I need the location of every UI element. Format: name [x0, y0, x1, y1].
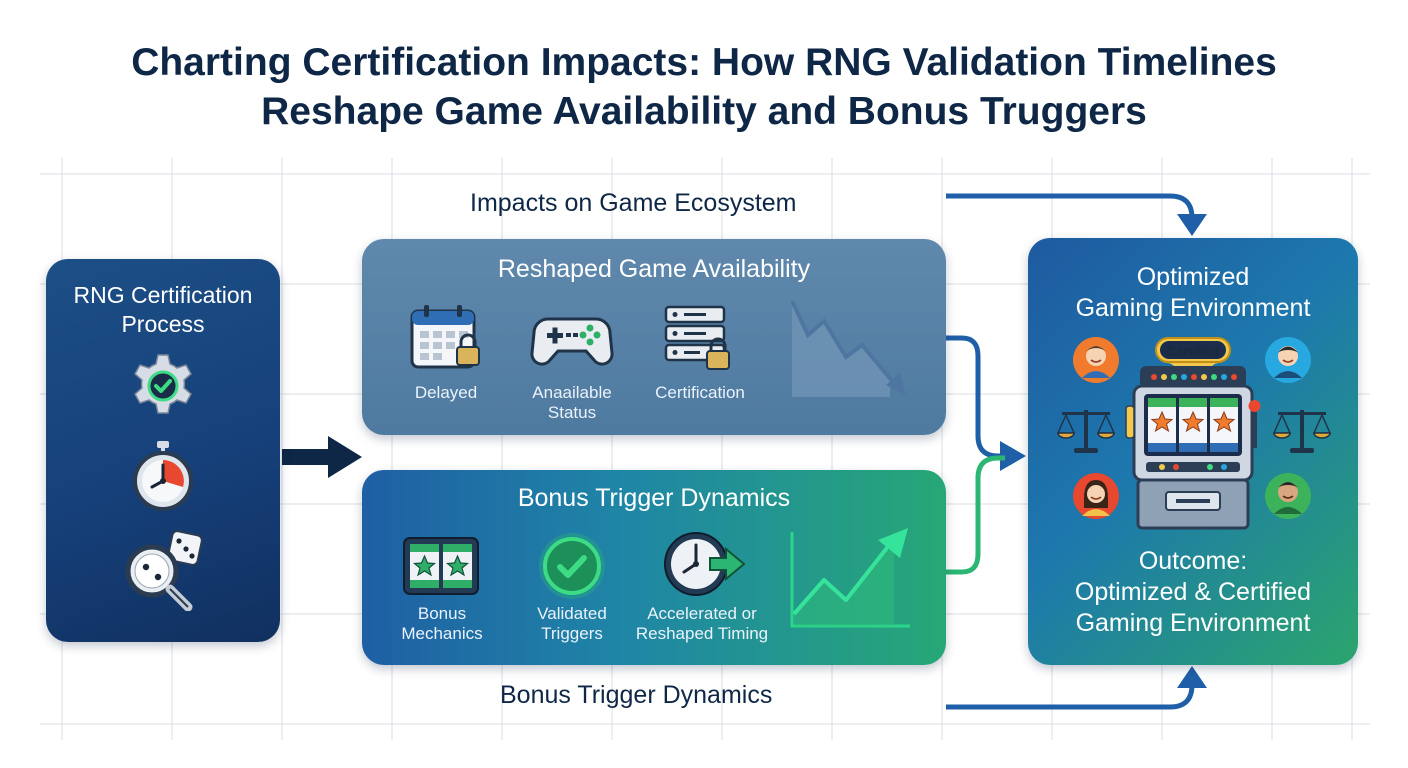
avatar-icon — [1073, 337, 1119, 383]
scales-icon — [1056, 410, 1116, 453]
title-line-1: Charting Certification Impacts: How RNG … — [131, 41, 1277, 84]
slot-machine-icon — [1125, 337, 1261, 530]
outcome-text: Outcome: Optimized & Certified Gaming En… — [1074, 547, 1312, 637]
bonus-panel-title: Bonus Trigger Dynamics — [517, 484, 791, 512]
outcome-panel-title: Optimized Gaming Environment — [1075, 263, 1311, 322]
downtrend-chart-icon — [790, 300, 906, 397]
bonus-item-label: Accelerated or Reshaped Timing — [635, 604, 769, 643]
bonus-item-label: Bonus Mechanics — [401, 604, 483, 643]
clock-arrow-icon — [664, 532, 746, 596]
rng-panel-title: RNG Certification Process — [73, 282, 253, 337]
page-title: Charting Certification Impacts: How RNG … — [0, 38, 1408, 136]
gear-check-icon — [134, 354, 192, 414]
avatar-icon — [1073, 473, 1119, 519]
slot-reels-icon — [403, 537, 479, 595]
reshaped-game-availability-panel: Reshaped Game Availability Delayed Anaai… — [362, 239, 946, 435]
magnifier-dice-icon — [125, 530, 203, 611]
availability-item-label: Delayed — [414, 383, 478, 402]
stopwatch-icon — [133, 441, 193, 511]
availability-panel-title: Reshaped Game Availability — [497, 255, 811, 283]
availability-item-label: Certification — [655, 383, 745, 402]
flow-label-bottom: Bonus Trigger Dynamics — [500, 681, 773, 709]
rng-certification-process-panel: RNG Certification Process — [46, 259, 280, 642]
availability-item-label: Anaailable Status — [532, 383, 612, 422]
optimized-gaming-environment-panel: Optimized Gaming Environment — [1028, 238, 1358, 665]
avatar-icon — [1265, 337, 1311, 383]
calendar-lock-icon — [410, 305, 480, 369]
gamepad-icon — [530, 317, 614, 366]
certified-badge: Certified — [1166, 344, 1220, 359]
server-lock-icon — [664, 305, 730, 370]
uptrend-chart-icon — [790, 528, 910, 628]
bonus-item-label: Validated Triggers — [537, 604, 607, 643]
bonus-trigger-dynamics-panel: Bonus Trigger Dynamics Bonus Mechanics V… — [362, 470, 946, 665]
check-circle-icon — [539, 533, 605, 599]
avatar-icon — [1265, 473, 1311, 519]
flow-label-top: Impacts on Game Ecosystem — [470, 189, 797, 217]
scales-icon — [1272, 410, 1332, 453]
title-line-2: Reshape Game Availability and Bonus Trug… — [261, 90, 1147, 133]
